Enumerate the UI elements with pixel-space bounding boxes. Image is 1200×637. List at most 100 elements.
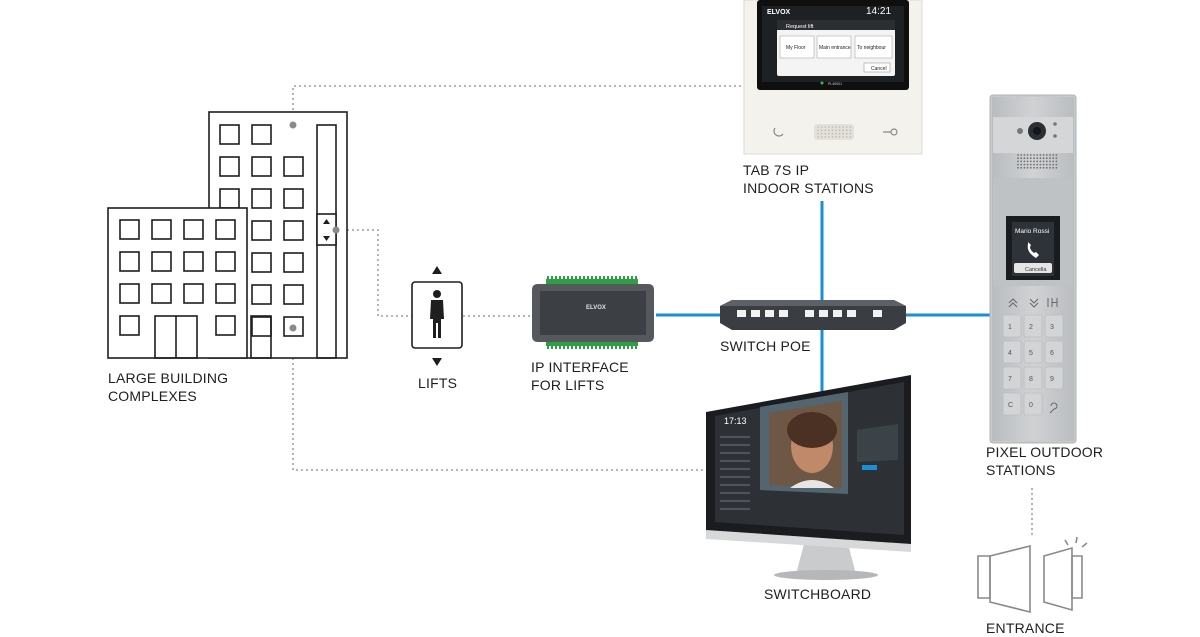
interface-brand: ELVOX — [586, 305, 606, 311]
terminal-pin — [607, 345, 609, 349]
building-label-line2: COMPLEXES — [108, 388, 197, 404]
to-neighbour-label: To neighbour — [857, 45, 886, 51]
speaker-hole — [1045, 157, 1048, 160]
speaker-hole — [838, 132, 841, 135]
chevron-up-icon — [1008, 298, 1018, 308]
network-lines — [656, 201, 990, 398]
keypad-key[interactable] — [1002, 314, 1022, 338]
main-entrance-button[interactable] — [816, 35, 852, 59]
speaker-hole — [1033, 154, 1035, 156]
speaker-hole — [1029, 163, 1032, 166]
keypad-key[interactable] — [1044, 366, 1064, 390]
terminal-pin — [583, 276, 585, 280]
keypad-key-label: 8 — [1029, 376, 1033, 383]
speaker-hole — [835, 126, 837, 128]
sidebar-entry — [720, 460, 750, 462]
pixel-label-line1: PIXEL OUTDOOR — [986, 444, 1104, 460]
speaker-hole — [1039, 154, 1042, 156]
tab-label-line1: TAB 7S IP — [743, 162, 810, 178]
sidebar-entry — [720, 452, 750, 454]
tab-label: TAB 7S IP INDOOR STATIONS — [743, 161, 874, 197]
speaker-hole — [1055, 166, 1058, 169]
speaker-hole — [1055, 163, 1058, 166]
link-building-tab — [292, 85, 745, 125]
cancel-button[interactable] — [863, 62, 891, 73]
terminal-pin — [631, 345, 633, 349]
keypad-key[interactable] — [1002, 340, 1022, 364]
speaker-hole — [820, 132, 823, 135]
speaker-hole — [1036, 154, 1039, 156]
speaker-hole — [1055, 157, 1058, 160]
low-building — [107, 207, 248, 359]
speaker-hole — [820, 126, 823, 128]
poe-switch-device — [720, 300, 906, 330]
speaker-hole — [1020, 157, 1023, 160]
chevron-down-icon — [1029, 298, 1039, 308]
window — [283, 316, 304, 337]
my-floor-button[interactable] — [779, 35, 815, 59]
keypad-key[interactable] — [1023, 314, 1043, 338]
keypad-key[interactable] — [1023, 340, 1043, 364]
speaker-hole — [824, 129, 826, 132]
ethernet-port — [833, 310, 842, 317]
keypad-key[interactable] — [1002, 366, 1022, 390]
phone-call-icon — [1027, 242, 1039, 258]
ip-interface-label-line2: FOR LIFTS — [531, 377, 605, 393]
terminal-pin — [607, 276, 609, 280]
keypad-key[interactable] — [1023, 366, 1043, 390]
keypad-key-label: 4 — [1008, 350, 1012, 357]
window — [283, 220, 304, 241]
ethernet-port — [765, 310, 774, 317]
speaker-hole — [1026, 166, 1029, 169]
speaker-hole — [1049, 166, 1051, 169]
tab-status: PL40001 — [828, 82, 842, 86]
terminal-pin — [591, 345, 593, 349]
ethernet-port — [873, 310, 882, 317]
speaker-hole — [1029, 166, 1032, 169]
arrow-down-icon — [432, 358, 442, 366]
terminal-pin — [559, 276, 561, 280]
speaker-hole — [849, 126, 852, 128]
speaker-hole — [1026, 154, 1029, 156]
sidebar-entry — [720, 492, 750, 494]
speaker-hole — [824, 132, 826, 135]
monitor-clock: 17:13 — [724, 416, 747, 426]
sidebar-entry — [720, 476, 750, 478]
pixel-label: PIXEL OUTDOOR STATIONS — [986, 443, 1103, 479]
ethernet-port — [805, 310, 814, 317]
ethernet-port — [751, 310, 760, 317]
terminal-pin — [635, 276, 637, 280]
speaker-hole — [835, 136, 837, 138]
terminal-pin — [555, 345, 557, 349]
speaker-hole — [1052, 166, 1055, 169]
building-complex-illustration — [107, 111, 348, 359]
speaker-hole — [842, 136, 844, 138]
speaker-hole — [846, 129, 848, 132]
keypad-key-label: 5 — [1029, 350, 1033, 357]
keypad-key[interactable] — [1044, 340, 1064, 364]
caller-name: Mario Rossi — [1015, 228, 1049, 235]
sidebar-entry — [720, 468, 750, 470]
speaker-hole — [838, 136, 841, 138]
speaker-hole — [1045, 166, 1048, 169]
speaker-hole — [1049, 154, 1051, 156]
keypad-key[interactable] — [1002, 392, 1022, 416]
key-icon — [883, 128, 898, 136]
sidebar-entry — [720, 484, 750, 486]
speaker-hole — [1042, 166, 1045, 169]
keypad-key-label: 1 — [1008, 324, 1012, 331]
speaker-hole — [820, 136, 823, 138]
outdoor-cancel-button[interactable] — [1014, 263, 1052, 273]
speaker-hole — [849, 129, 852, 132]
keypad-key[interactable] — [1023, 392, 1043, 416]
speaker-hole — [1052, 163, 1055, 166]
terminal-pin — [619, 276, 621, 280]
speaker-hole — [1049, 163, 1051, 166]
speaker-hole — [1017, 163, 1019, 166]
to-neighbour-button[interactable] — [854, 35, 893, 59]
window — [283, 284, 304, 305]
speaker-hole — [1052, 154, 1055, 156]
keypad-key[interactable] — [1044, 314, 1064, 338]
speaker-hole — [1033, 157, 1035, 160]
